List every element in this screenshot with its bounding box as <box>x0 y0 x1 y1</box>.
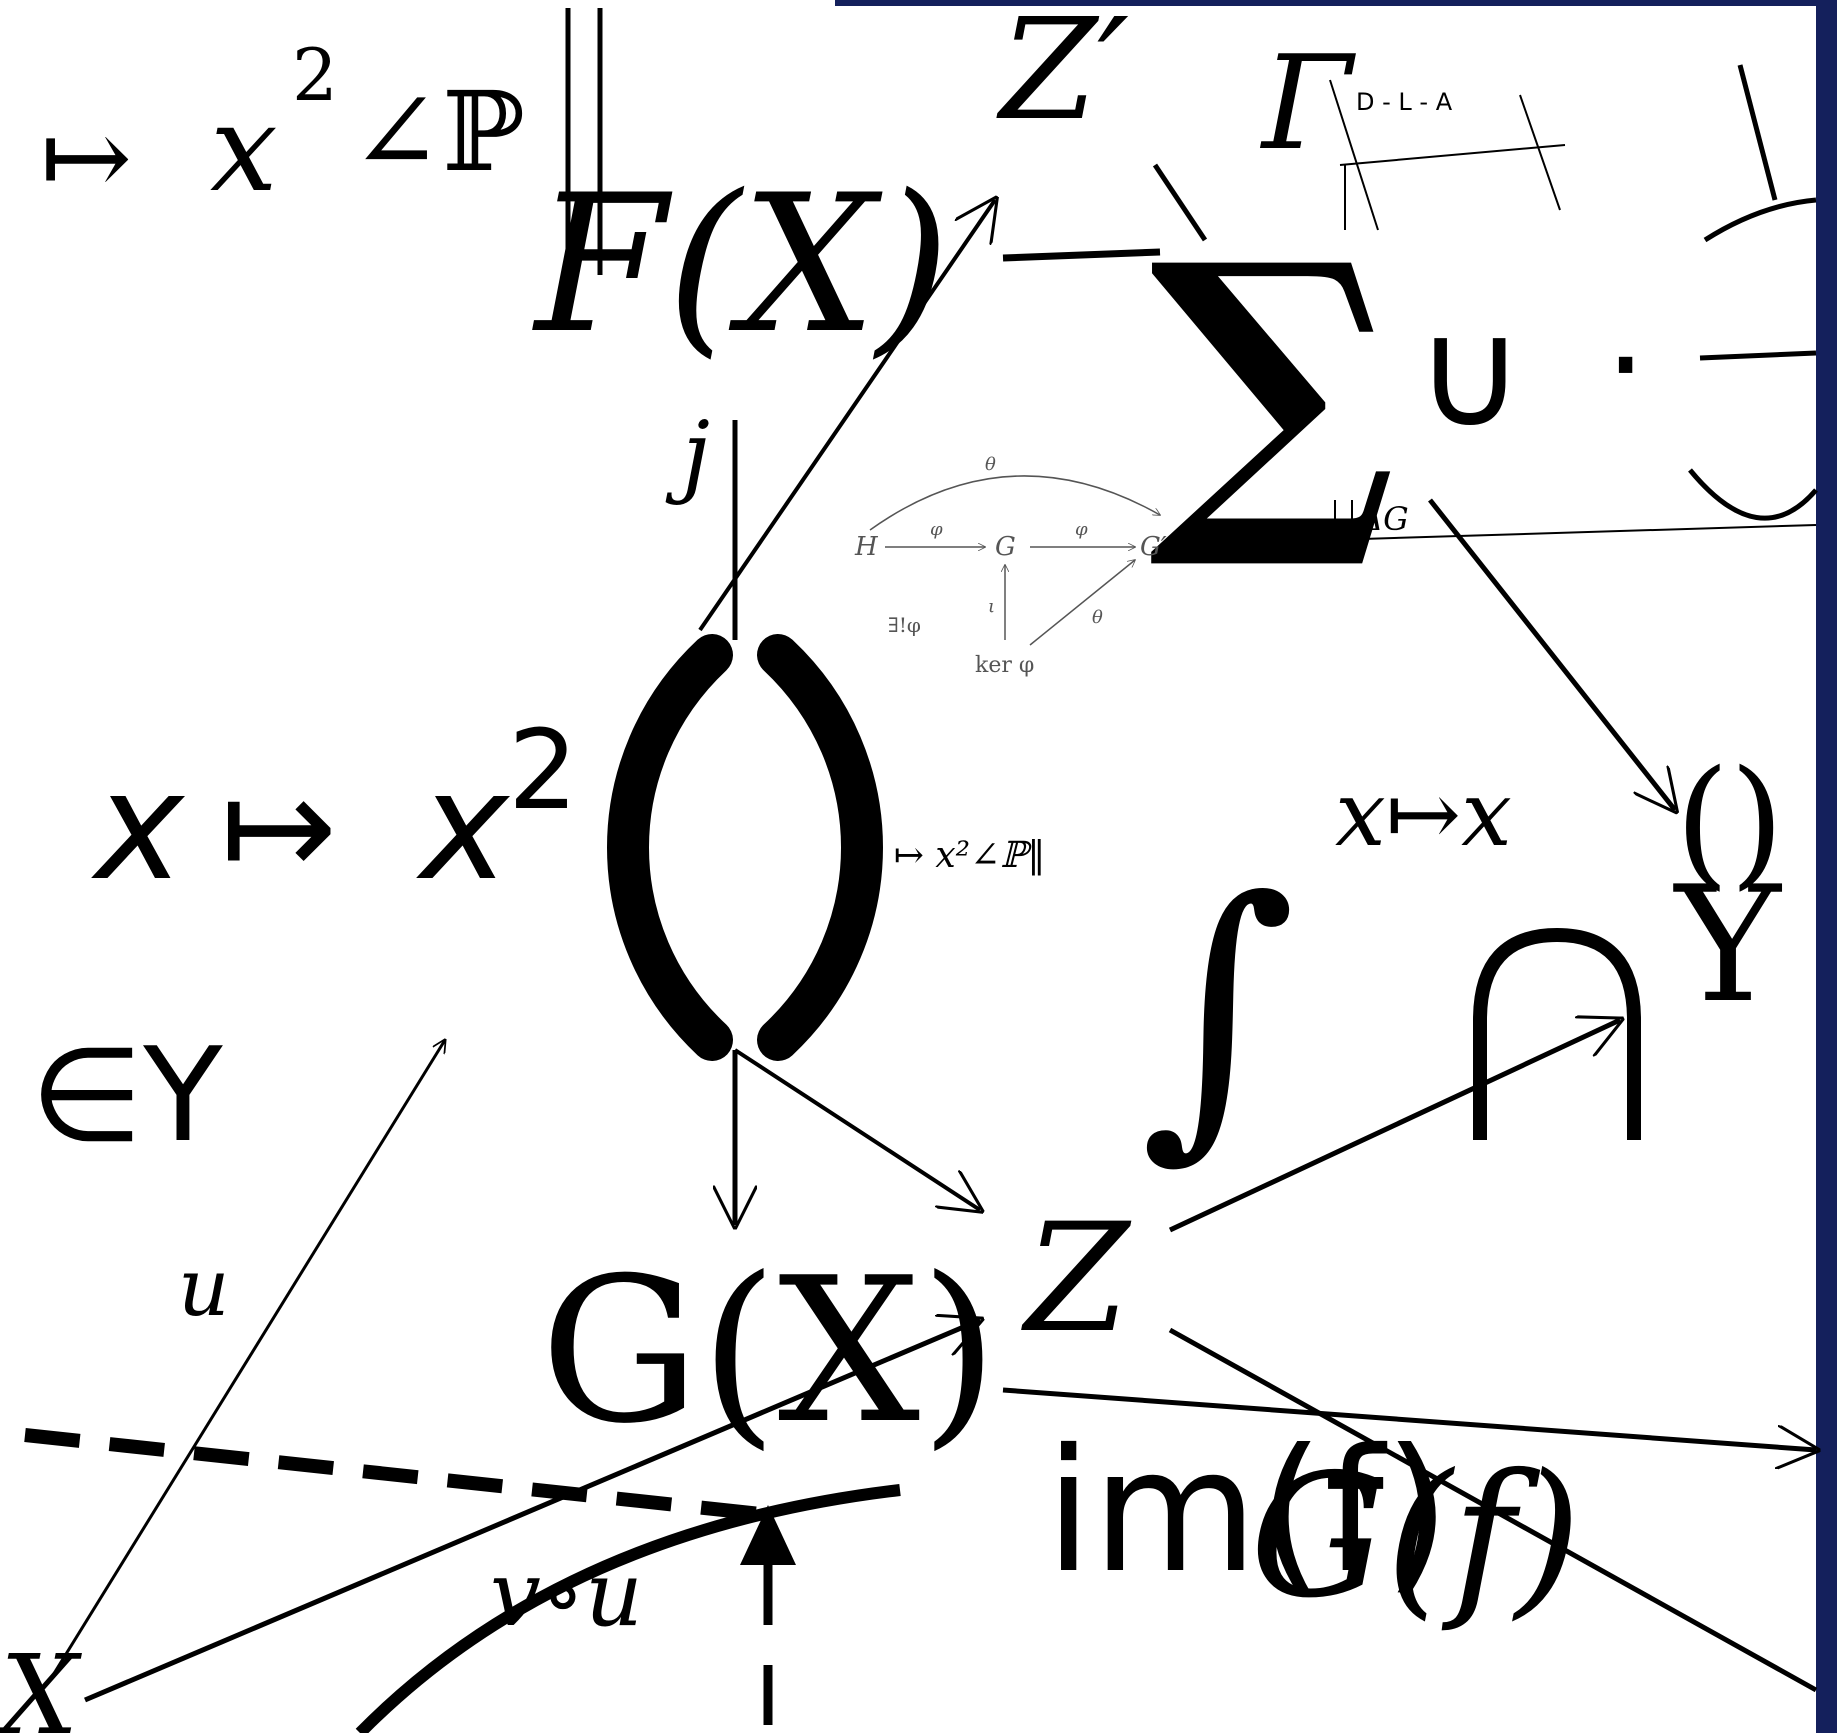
big-y: Y <box>1673 851 1783 1038</box>
x-top: x <box>210 80 278 219</box>
x-mapsto-x: x↦x <box>1335 762 1512 867</box>
delta-g: ΔG <box>1358 500 1409 538</box>
elem-y: ∈Y <box>30 1019 223 1171</box>
dot: · <box>1605 289 1646 441</box>
vu-label: v∘u <box>490 1542 643 1647</box>
mini-g-prime: G′ <box>1140 532 1167 562</box>
z-label: Z <box>1021 1192 1132 1366</box>
arrow-x-to-z <box>84 1320 980 1703</box>
im-f: im(f) <box>1045 1413 1450 1611</box>
cap <box>1473 927 1641 1140</box>
mini-g: G <box>995 532 1016 562</box>
mini-exists: ∃!φ <box>888 613 921 637</box>
x-top-square: 2 <box>292 33 338 117</box>
bold-curve <box>355 1484 901 1733</box>
mini-h: H <box>854 532 879 562</box>
mini-theta: θ <box>1092 607 1103 628</box>
z-prime: Z′ <box>996 0 1129 152</box>
sigma-slash <box>1152 163 1208 242</box>
integral: ∫ <box>1140 837 1296 1186</box>
g-of-x: G(X) <box>540 1235 998 1468</box>
big-left-paren <box>607 634 733 1061</box>
mini-phi1: φ <box>930 519 943 540</box>
mini-top-arc <box>869 475 1160 531</box>
mapsto-top: ↦ <box>40 93 132 221</box>
small-paren: () <box>1675 741 1784 904</box>
edge-curve <box>1703 197 1817 243</box>
mini-diagram: θ H φ G φ G′ ι θ ∃!φ ker φ <box>854 454 1167 678</box>
big-right-paren <box>757 634 883 1061</box>
f-of-x: F(X) <box>532 154 950 375</box>
dla-line-a <box>1329 79 1379 231</box>
arrow-to-z-prime <box>698 200 995 632</box>
x-corner: X <box>0 1631 82 1733</box>
mini-top-arc-label: θ <box>985 454 996 475</box>
big-x2: x <box>416 740 511 914</box>
up-arrowhead <box>740 1505 796 1565</box>
big-x: x <box>91 740 186 914</box>
mini-iota: ι <box>988 596 995 617</box>
arrow-u <box>48 1040 445 1681</box>
dla-dim-top <box>1339 144 1566 166</box>
edge-slash <box>1737 64 1778 201</box>
cup: ∪ <box>1415 287 1525 461</box>
delta-g-baseline <box>1329 524 1817 541</box>
arrow-delta-to-y <box>1428 498 1675 810</box>
big-square: 2 <box>508 706 578 834</box>
dashed-line <box>24 1428 771 1522</box>
edge-bar <box>1699 350 1817 361</box>
angle-p-top: ∠ℙ <box>350 68 525 196</box>
arrow-long-right <box>1002 1387 1816 1450</box>
sigma: ∑ <box>1148 190 1396 578</box>
top-band <box>835 0 1816 6</box>
arrow-to-z <box>733 1048 980 1210</box>
edge-arc <box>1688 468 1818 521</box>
g-of-f: G(f) <box>1250 1438 1581 1636</box>
mini-phi2: φ <box>1075 519 1088 540</box>
mini-ker: ker φ <box>975 653 1034 678</box>
gamma-top: Γ <box>1259 27 1356 179</box>
arrow-z-to-cap <box>1168 1020 1620 1233</box>
sigma-dash <box>1002 248 1161 262</box>
u-label: u <box>178 1241 230 1334</box>
dla-label: D - L - A <box>1356 88 1453 116</box>
big-mapsto: ↦ <box>220 746 337 909</box>
small-expr: x ↦ x²∠ℙ‖ <box>862 835 1045 876</box>
mini-ker-to-gp <box>1029 560 1135 646</box>
dla-line-b <box>1519 94 1561 211</box>
arrow-diag-down <box>1168 1327 1818 1693</box>
